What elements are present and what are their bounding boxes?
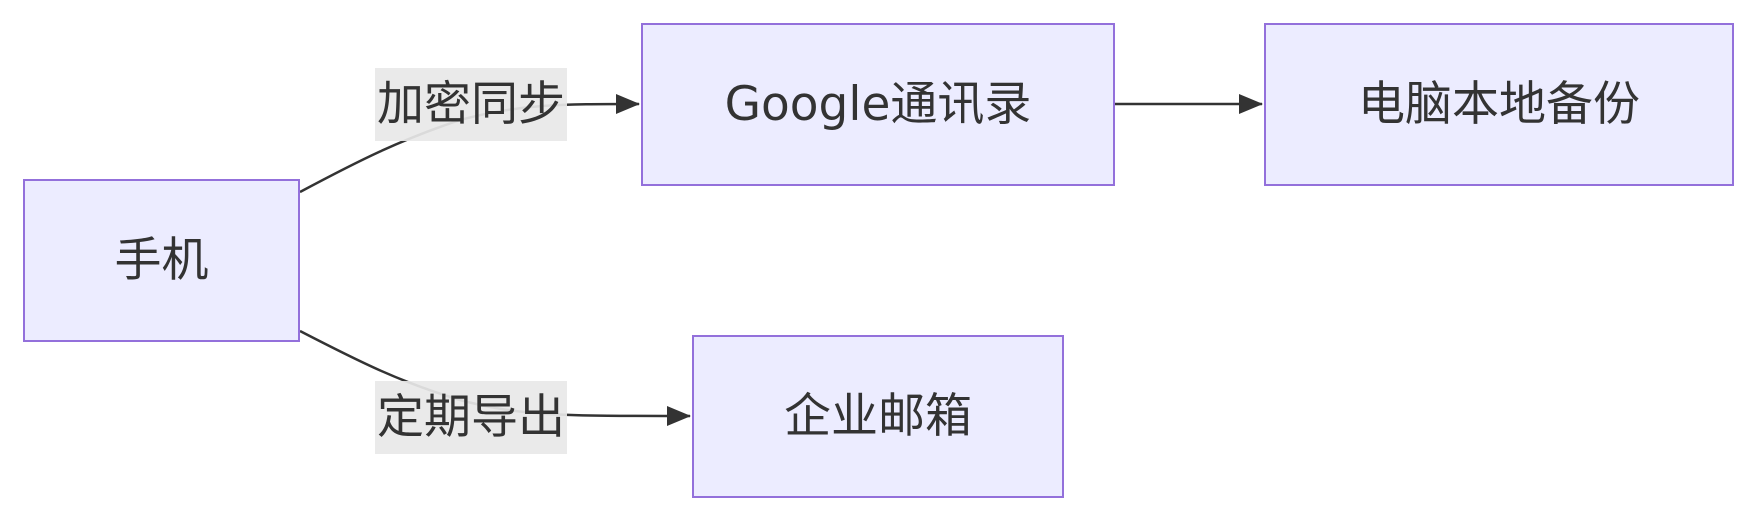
edge-label-scheduled-export-text: 定期导出 <box>377 390 565 445</box>
edge-label-encrypted-sync: 加密同步 <box>375 68 567 141</box>
node-local-backup: 电脑本地备份 <box>1264 23 1734 186</box>
node-enterprise-mail-label: 企业邮箱 <box>784 389 972 444</box>
node-google-contacts-label: Google通讯录 <box>724 77 1032 132</box>
node-phone-label: 手机 <box>114 233 209 288</box>
node-google-contacts: Google通讯录 <box>641 23 1115 186</box>
node-enterprise-mail: 企业邮箱 <box>692 335 1064 498</box>
edge-label-encrypted-sync-text: 加密同步 <box>377 77 565 132</box>
edge-label-scheduled-export: 定期导出 <box>375 381 567 454</box>
node-local-backup-label: 电脑本地备份 <box>1358 77 1640 132</box>
node-phone: 手机 <box>23 179 300 342</box>
